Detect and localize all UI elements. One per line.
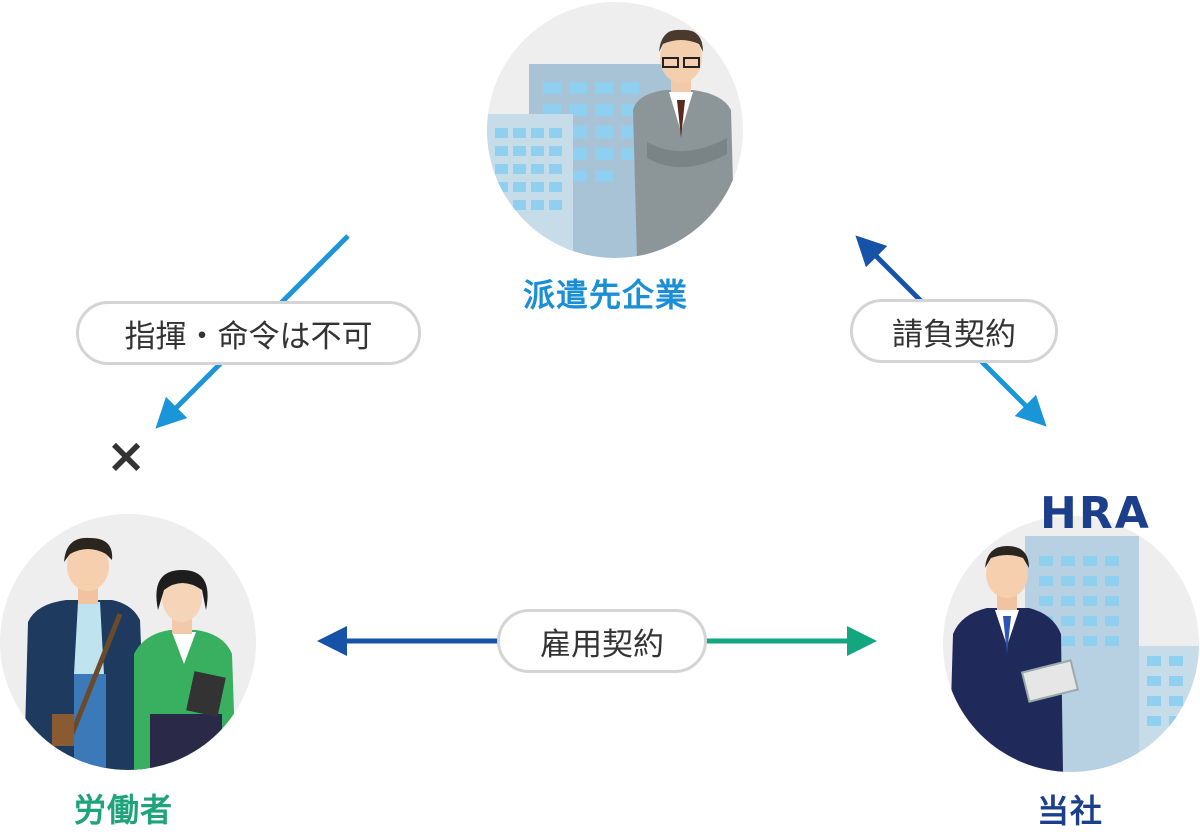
worker-portrait: [0, 514, 256, 770]
company-portrait: [943, 516, 1199, 772]
worker-label: 労働者: [74, 791, 174, 829]
employment-relation-label: 雇用契約: [497, 609, 707, 673]
prohibited-mark-icon: ×: [106, 428, 147, 484]
contract-relation-label: 請負契約: [850, 299, 1058, 363]
client-illustration-icon: [487, 29, 735, 258]
company-illustration-icon: [949, 536, 1199, 772]
client-label: 派遣先企業: [523, 276, 689, 314]
company-label: 当社: [1037, 792, 1104, 830]
company-sign: HRA: [1040, 488, 1151, 539]
client-portrait: [487, 2, 743, 258]
worker-illustration-icon: [24, 537, 236, 770]
command-relation-label: 指揮・命令は不可: [76, 301, 421, 365]
